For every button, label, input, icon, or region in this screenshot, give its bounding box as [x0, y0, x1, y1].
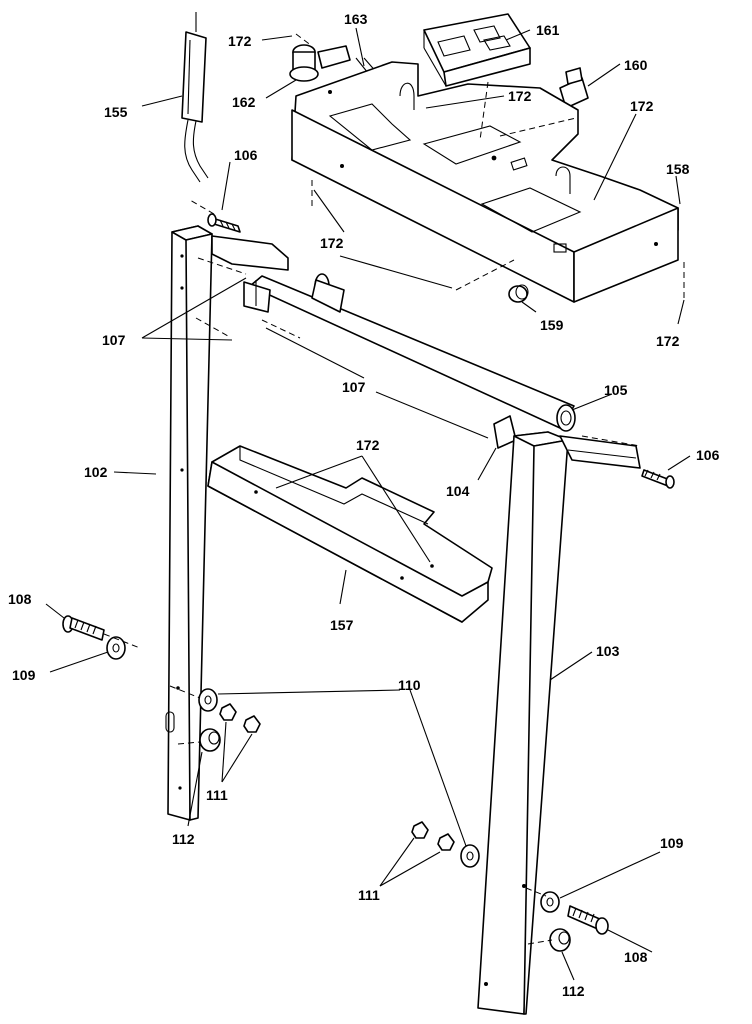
washer-110-left	[198, 688, 218, 712]
callout-172-right: 172	[630, 98, 654, 114]
part-157-tray	[207, 445, 493, 623]
callout-labels: 155 172 163 161 160 162 172 172 106 158 …	[8, 11, 720, 999]
callout-108-left: 108	[8, 591, 32, 607]
nuts-111-right	[411, 821, 455, 851]
callout-109-left: 109	[12, 667, 36, 683]
part-155-sensor-cable	[181, 12, 209, 183]
callout-172-left: 172	[320, 235, 344, 251]
callout-172-bottom-right: 172	[656, 333, 680, 349]
callout-104: 104	[446, 483, 470, 499]
part-162-key-switch	[289, 44, 319, 82]
callout-161: 161	[536, 22, 560, 38]
callout-103: 103	[596, 643, 620, 659]
part-158-console-housing	[291, 61, 679, 303]
callout-159: 159	[540, 317, 564, 333]
callout-112-left: 112	[172, 831, 195, 847]
callout-105: 105	[604, 382, 628, 398]
callout-158: 158	[666, 161, 690, 177]
callout-107-left: 107	[102, 332, 126, 348]
washer-109-left	[106, 636, 126, 660]
callout-162: 162	[232, 94, 256, 110]
bolt-108-right	[567, 905, 609, 935]
callout-107-center: 107	[342, 379, 366, 395]
callout-112-right: 112	[562, 983, 585, 999]
callout-172-tray: 172	[356, 437, 380, 453]
part-104-bracket	[493, 415, 517, 449]
callout-106-top: 106	[234, 147, 258, 163]
callout-109-right: 109	[660, 835, 684, 851]
callout-155: 155	[104, 104, 128, 120]
assembly-lines	[103, 33, 685, 945]
cap-112-left	[199, 728, 221, 752]
nuts-111-left	[219, 703, 261, 733]
callout-106-right: 106	[696, 447, 720, 463]
part-103-right-upright	[477, 431, 641, 1015]
washer-110-right	[460, 844, 480, 868]
callout-110: 110	[398, 677, 421, 693]
callout-172-center: 172	[508, 88, 532, 104]
callout-102: 102	[84, 464, 108, 480]
leader-lines	[45, 27, 691, 981]
screw-106-left	[207, 213, 241, 233]
part-105-crossbar-tube	[249, 273, 576, 432]
callout-160: 160	[624, 57, 648, 73]
callout-111-right: 111	[358, 887, 380, 903]
screw-106-right	[641, 469, 675, 489]
part-161-display	[423, 13, 531, 87]
callout-108-right: 108	[624, 949, 648, 965]
callout-111-left: 111	[206, 787, 228, 803]
cap-112-right	[549, 928, 571, 952]
callout-172-top: 172	[228, 33, 252, 49]
callout-157: 157	[330, 617, 354, 633]
bolt-108-left	[62, 615, 105, 641]
callout-163: 163	[344, 11, 368, 27]
washer-109-right	[540, 891, 560, 913]
part-159-plug	[508, 284, 529, 303]
part-102-left-upright	[165, 225, 289, 821]
